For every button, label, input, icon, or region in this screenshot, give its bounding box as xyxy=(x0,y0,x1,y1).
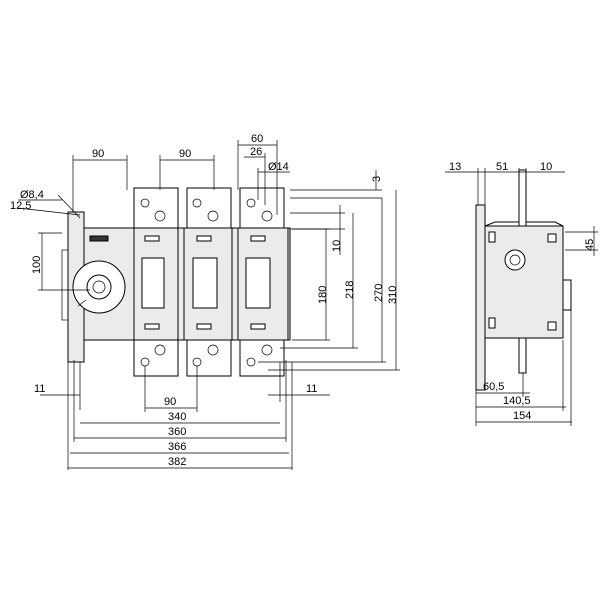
terminal-bottom-1 xyxy=(133,339,179,377)
dim-382: 382 xyxy=(168,456,186,468)
side-bottom-shaft xyxy=(518,337,527,374)
rotary-handle xyxy=(72,235,126,314)
side-handle-hub xyxy=(504,249,526,271)
dim-218: 218 xyxy=(344,281,356,299)
dim-45: 45 xyxy=(584,239,596,251)
dim-10: 10 xyxy=(331,240,343,252)
dim-13: 13 xyxy=(449,161,461,173)
dim-340: 340 xyxy=(168,411,186,423)
dim-100: 100 xyxy=(31,256,43,274)
dim-360: 360 xyxy=(168,426,186,438)
dim-12-5: 12,5 xyxy=(10,200,31,212)
dim-270: 270 xyxy=(373,284,385,302)
dim-154: 154 xyxy=(513,410,531,422)
dim-3: 3 xyxy=(371,176,383,182)
side-top-shaft xyxy=(518,169,527,227)
dim-90-top-middle: 90 xyxy=(179,148,191,160)
dim-diameter-8-4: Ø8,4 xyxy=(20,189,44,201)
terminal-top-2 xyxy=(186,187,232,229)
dim-310: 310 xyxy=(387,286,399,304)
dim-60: 60 xyxy=(251,133,263,145)
terminal-bottom-3 xyxy=(239,339,285,377)
pole-3 xyxy=(237,187,289,377)
dim-90-top-left: 90 xyxy=(92,148,104,160)
front-view: 90 90 60 26 Ø14 3 Ø8,4 12,5 100 10 180 2… xyxy=(10,133,400,470)
dim-90-bottom: 90 xyxy=(164,396,176,408)
side-bracket xyxy=(61,249,69,321)
terminal-bottom-2 xyxy=(186,339,232,377)
dim-51: 51 xyxy=(496,161,508,173)
dim-140-5: 140,5 xyxy=(503,395,531,407)
dim-11-right: 11 xyxy=(306,383,317,395)
dim-11-left: 11 xyxy=(34,383,45,395)
dim-diameter-14: Ø14 xyxy=(268,161,289,173)
dim-180: 180 xyxy=(317,286,329,304)
side-mounting-plate xyxy=(475,204,486,391)
dim-366: 366 xyxy=(168,441,186,453)
pole-1 xyxy=(133,187,179,377)
side-lever xyxy=(562,279,572,311)
dim-60-5: 60,5 xyxy=(483,381,504,393)
side-body xyxy=(484,225,564,339)
side-view: 13 51 10 45 60,5 140,5 154 xyxy=(445,161,598,426)
side-dimension-lines xyxy=(445,168,598,426)
terminal-top-3 xyxy=(239,187,285,229)
dim-10-side: 10 xyxy=(540,161,552,173)
pole-2 xyxy=(183,187,233,377)
dim-26: 26 xyxy=(250,146,262,158)
front-dimension-lines xyxy=(17,140,400,470)
terminal-top-1 xyxy=(133,187,179,229)
